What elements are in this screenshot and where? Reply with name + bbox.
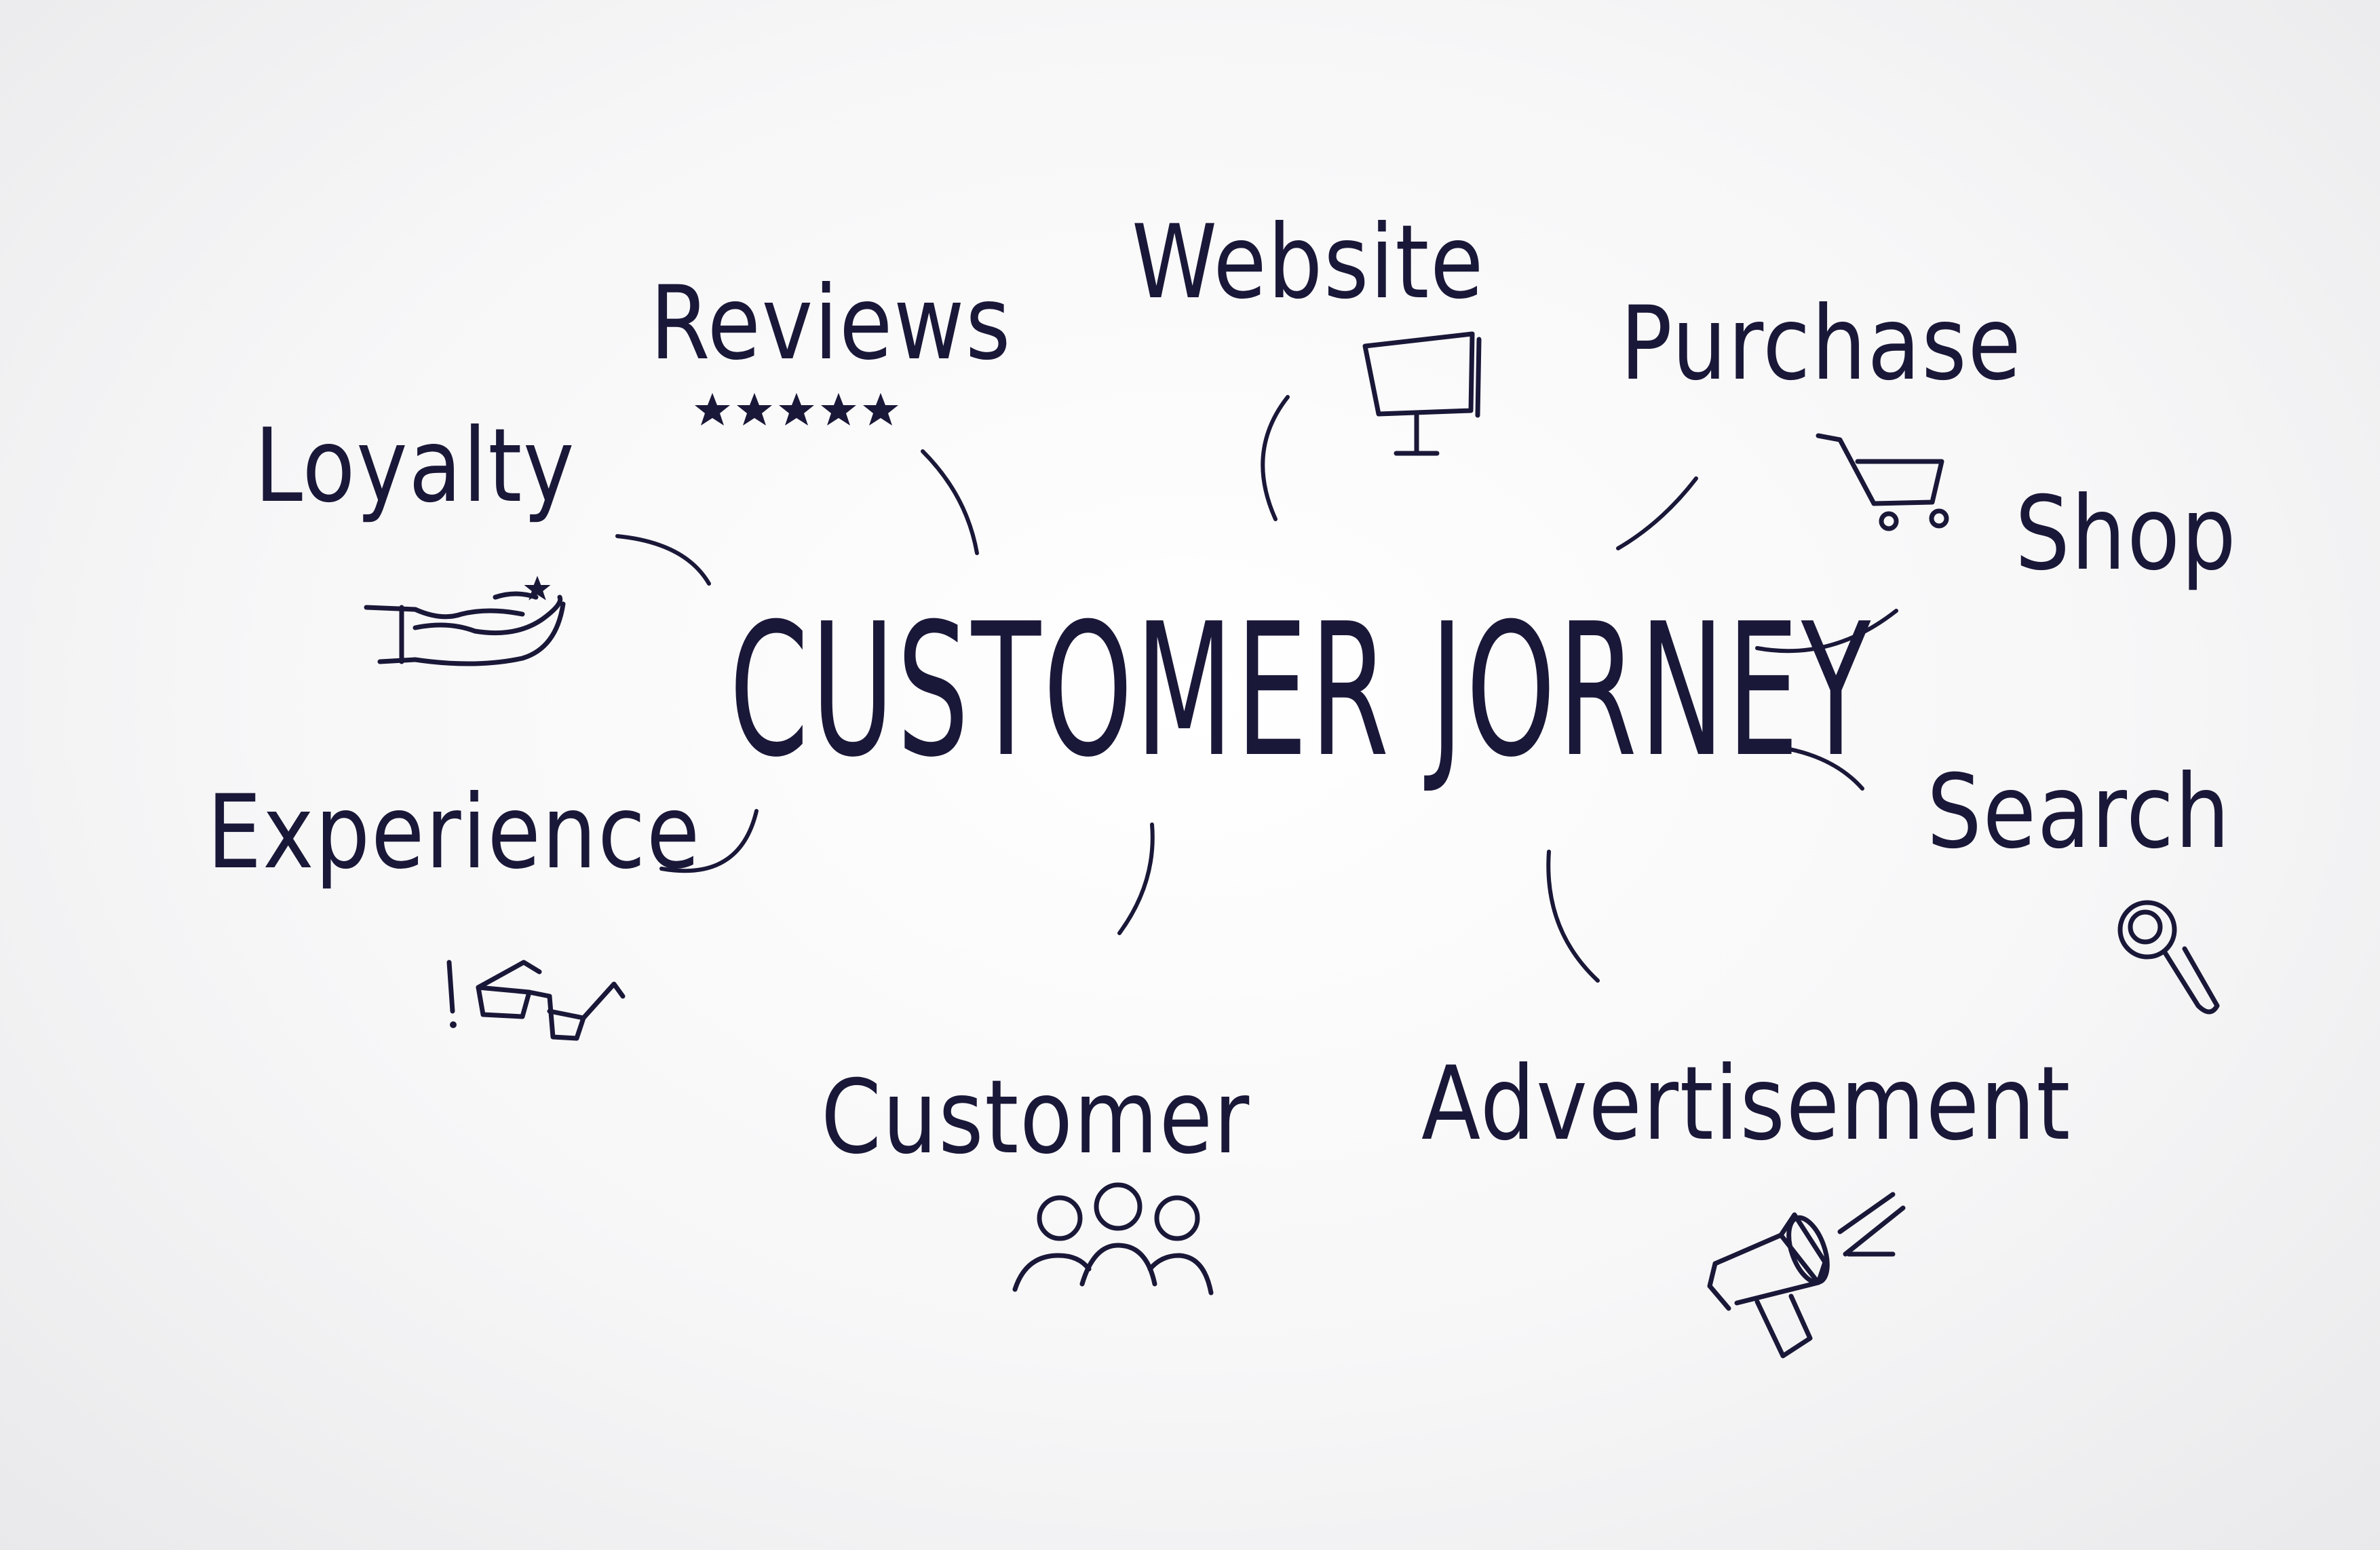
connector-purchase <box>1616 476 1698 550</box>
glasses-icon <box>446 960 626 1041</box>
connector-reviews <box>921 449 979 555</box>
shopping-cart-icon <box>1816 433 1949 531</box>
node-label-loyalty: Loyalty <box>254 407 576 525</box>
people-group-icon <box>1012 1182 1214 1296</box>
node-label-shop: Shop <box>2015 475 2238 593</box>
connector-customer <box>1117 823 1155 935</box>
connector-advertisement <box>1546 850 1600 983</box>
connectors <box>615 395 1898 983</box>
connector-website <box>1261 395 1290 521</box>
diagram-title: CUSTOMER JORNEY <box>729 584 1873 797</box>
megaphone-icon <box>1707 1192 1906 1359</box>
node-label-experience: Experience <box>207 774 702 892</box>
connector-shop <box>1755 609 1898 654</box>
five-stars-icon <box>695 393 898 426</box>
node-label-customer: Customer <box>821 1059 1250 1177</box>
connector-loyalty <box>615 534 711 586</box>
connector-experience <box>659 809 759 873</box>
magnifier-icon <box>2117 900 2220 1015</box>
node-label-website: Website <box>1132 204 1485 322</box>
node-label-advertisement: Advertisement <box>1421 1045 2072 1163</box>
monitor-icon <box>1362 331 1482 456</box>
node-label-purchase: Purchase <box>1620 285 2022 403</box>
hand-with-star-icon <box>364 575 566 666</box>
node-label-search: Search <box>1927 753 2231 871</box>
connector-search <box>1745 742 1864 791</box>
node-label-reviews: Reviews <box>650 265 1012 383</box>
